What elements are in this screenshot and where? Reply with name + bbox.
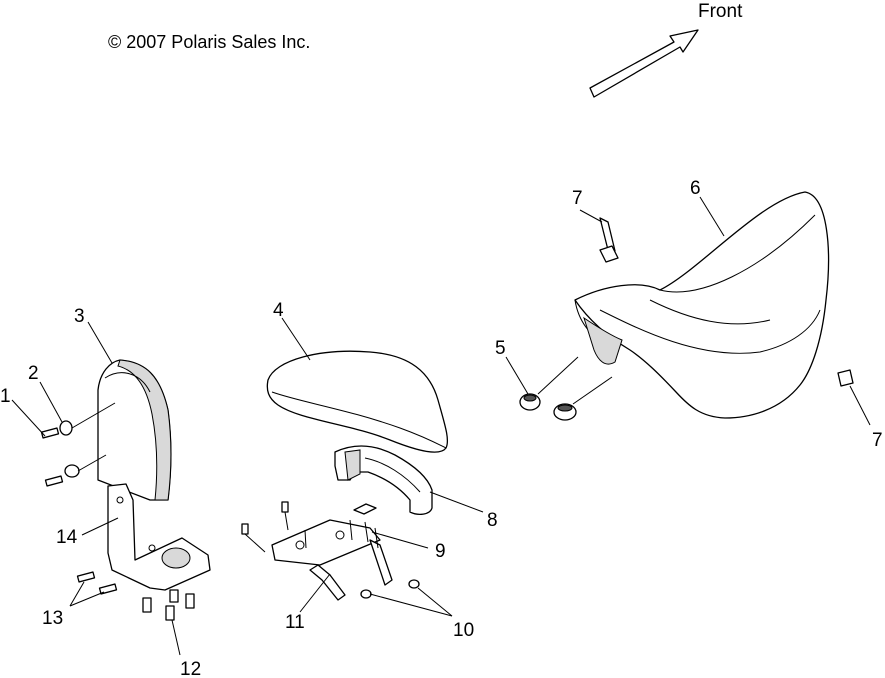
leader-12 <box>171 619 181 656</box>
callout-5: 5 <box>495 338 506 359</box>
leader-9 <box>371 531 429 549</box>
callout-14: 14 <box>56 527 78 548</box>
callout-1: 1 <box>0 386 11 407</box>
callout-4: 4 <box>273 300 284 321</box>
leader-10b <box>417 587 453 617</box>
leader-3 <box>87 321 113 364</box>
callout-7-upper: 7 <box>572 188 583 209</box>
callout-6: 6 <box>690 178 701 199</box>
leader-13b <box>69 591 105 607</box>
leader-4 <box>281 317 311 361</box>
front-label: Front <box>698 1 743 22</box>
passenger-bracket <box>271 519 393 601</box>
callout-13: 13 <box>42 608 63 629</box>
leader-6 <box>699 196 725 237</box>
bolts-13 <box>76 571 118 595</box>
backrest <box>97 359 172 501</box>
screw-7-right <box>837 369 854 387</box>
bolts-12 <box>142 589 195 621</box>
main-seat <box>574 191 830 419</box>
leader-7b <box>849 385 871 426</box>
leader-13a <box>69 581 85 607</box>
leader-2 <box>39 381 63 423</box>
leader-5 <box>505 356 529 395</box>
leader-8 <box>429 491 484 513</box>
grommet-5-left <box>519 393 541 411</box>
callout-9: 9 <box>435 541 446 562</box>
leader-10a <box>369 593 453 617</box>
leader-11 <box>299 573 331 613</box>
backrest-bracket <box>107 483 211 591</box>
bolt-1 <box>40 427 64 487</box>
passenger-seat-pad <box>266 350 449 453</box>
callout-11: 11 <box>285 612 305 633</box>
callout-2: 2 <box>28 363 39 384</box>
front-direction-arrow <box>589 29 699 98</box>
callout-3: 3 <box>74 306 85 327</box>
leader-14 <box>81 517 119 536</box>
washer-2 <box>59 420 80 478</box>
callout-10: 10 <box>453 620 474 641</box>
nuts-10 <box>360 579 420 599</box>
grommet-5-right <box>553 403 577 421</box>
passenger-seat-support <box>334 445 433 515</box>
callout-8: 8 <box>487 510 498 531</box>
callout-7-right: 7 <box>872 430 883 451</box>
studs-9 <box>241 501 379 553</box>
screw-7-upper <box>599 217 619 263</box>
leader-1 <box>11 399 46 437</box>
leader-7a <box>579 209 603 223</box>
copyright-text: © 2007 Polaris Sales Inc. <box>108 32 310 52</box>
callout-12: 12 <box>180 659 201 678</box>
